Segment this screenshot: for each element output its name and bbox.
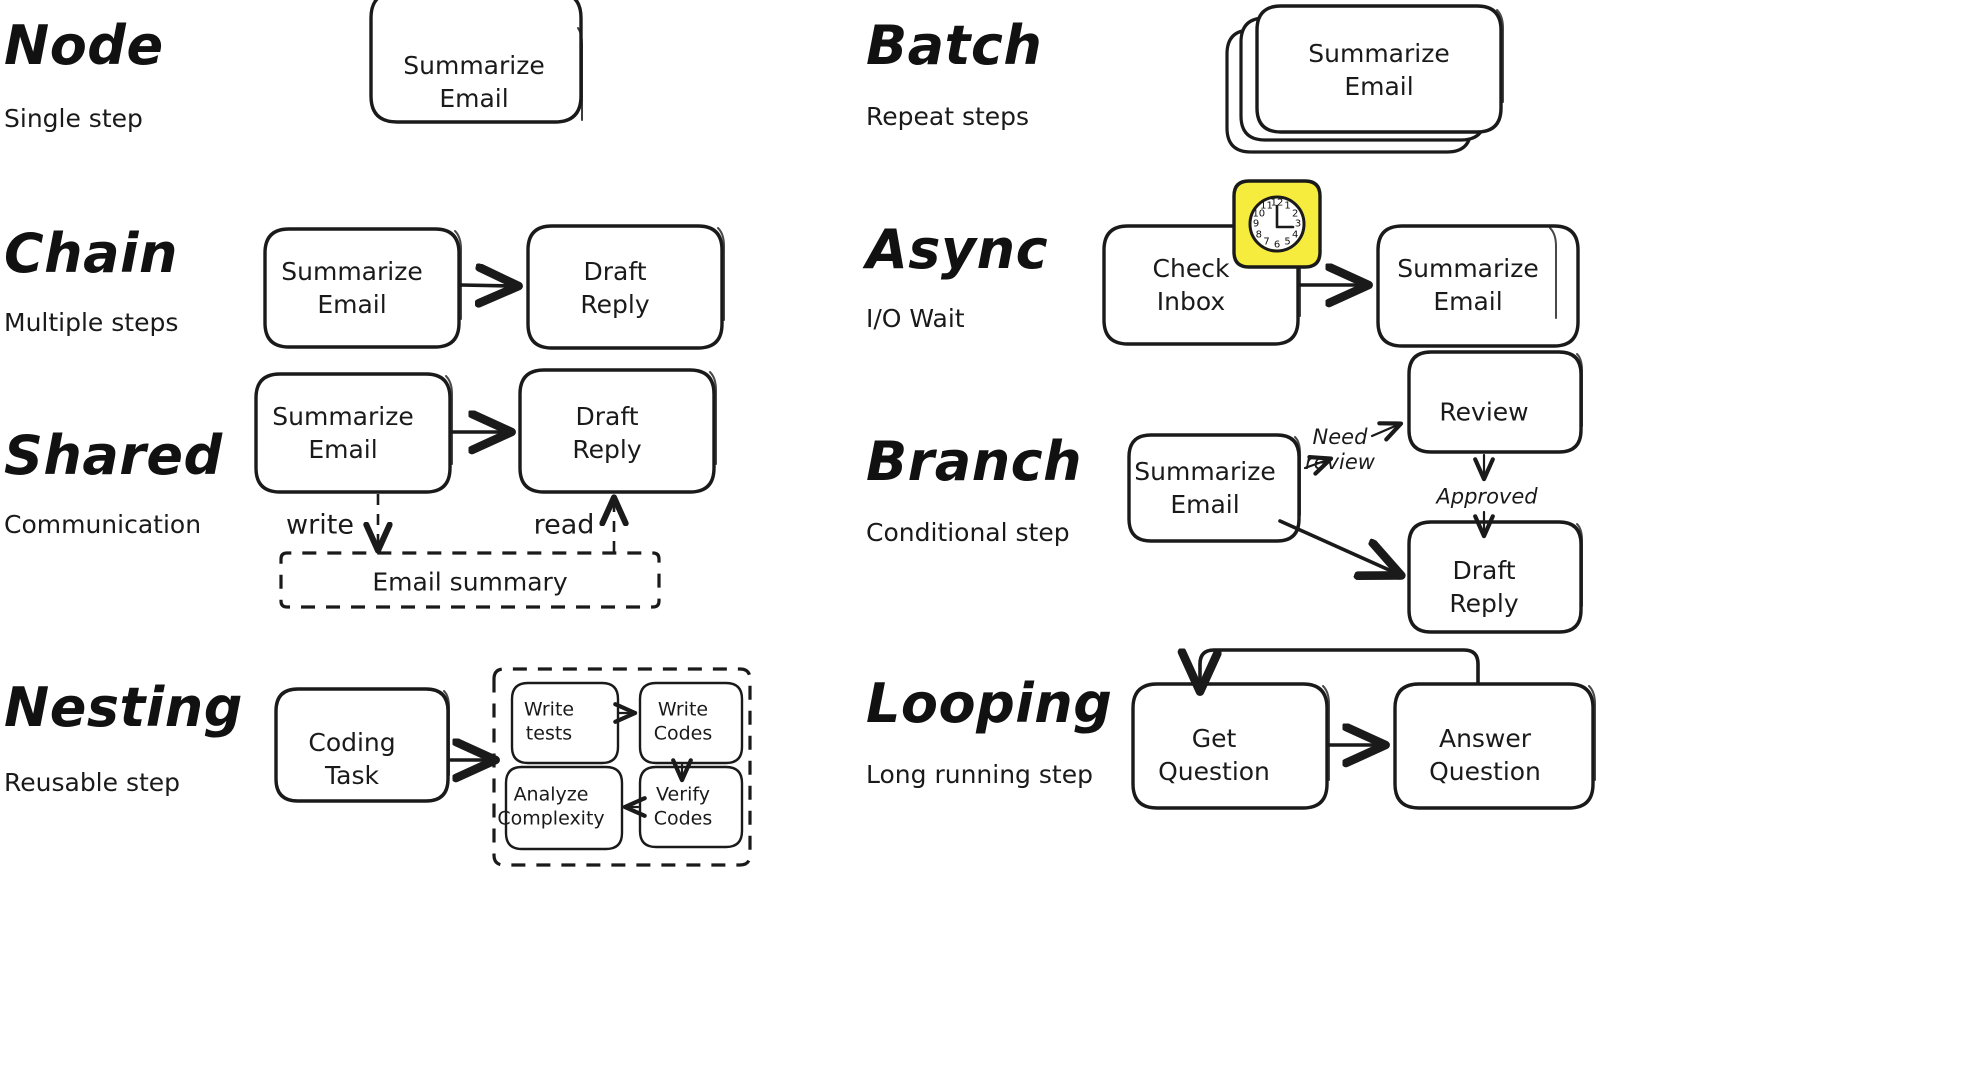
node-summarize-email[interactable]: Summarize Email (403, 51, 545, 113)
node-branch-draft-reply[interactable]: Draft Reply (1449, 556, 1519, 618)
node-check-inbox[interactable]: Check Inbox (1152, 254, 1230, 316)
clock-numeral: 1 (1284, 200, 1291, 212)
node-verify-codes[interactable]: Verify Codes (653, 783, 713, 829)
section-subtitle-batch: Repeat steps (866, 102, 1030, 131)
section-subtitle-async: I/O Wait (866, 304, 965, 333)
section-title-branch: Branch (866, 430, 1083, 493)
section-subtitle-node: Single step (4, 104, 143, 133)
node-analyze-complexity[interactable]: Analyze Complexity (497, 783, 605, 829)
clock-numeral: 7 (1263, 236, 1270, 248)
node-write-tests[interactable]: Write tests (523, 698, 575, 744)
section-subtitle-chain: Multiple steps (4, 308, 179, 337)
batch-shape-group (1225, 4, 1504, 154)
node-async-summarize-email[interactable]: Summarize Email (1397, 254, 1539, 316)
section-subtitle-branch: Conditional step (866, 518, 1070, 547)
section-title-looping: Looping (866, 672, 1113, 735)
node-shared-draft-reply[interactable]: Draft Reply (572, 402, 642, 464)
node-write-codes[interactable]: Write Codes (653, 698, 713, 744)
node-review[interactable]: Review (1439, 397, 1529, 427)
node-coding-task[interactable]: Coding Task (308, 728, 396, 790)
clock-numeral: 11 (1260, 200, 1273, 212)
async-shape-group (1102, 179, 1580, 348)
nesting-shape-group (274, 667, 752, 867)
section-title-async: Async (866, 218, 1049, 281)
section-subtitle-looping: Long running step (866, 760, 1093, 789)
shared-shape-group (254, 368, 717, 609)
section-title-nesting: Nesting (4, 676, 243, 739)
section-title-batch: Batch (866, 14, 1043, 77)
clock-numeral: 3 (1294, 218, 1302, 230)
clock-numeral: 12 (1270, 197, 1284, 209)
clock-numeral: 2 (1291, 208, 1299, 219)
section-subtitle-shared: Communication (4, 510, 202, 539)
clock-numeral: 9 (1252, 218, 1260, 230)
section-title-chain: Chain (4, 222, 178, 285)
clock-numeral: 10 (1252, 208, 1266, 219)
node-shared-summarize-email[interactable]: Summarize Email (272, 402, 414, 464)
node-get-question[interactable]: Get Question (1158, 724, 1270, 786)
clock-numeral: 4 (1291, 229, 1299, 240)
node-shape-group (369, 0, 583, 124)
edge-label-approved: Approved (1436, 484, 1538, 509)
node-branch-summarize-email[interactable]: Summarize Email (1134, 457, 1276, 519)
looping-shape-group (1131, 648, 1596, 810)
section-subtitle-nesting: Reusable step (4, 768, 181, 797)
edge-label-need-review: Need review (1305, 424, 1375, 474)
node-chain-summarize-email[interactable]: Summarize Email (281, 257, 423, 319)
edge-label-write: write (286, 509, 354, 541)
node-answer-question[interactable]: Answer Question (1429, 724, 1541, 786)
clock-numeral: 6 (1273, 239, 1281, 251)
section-title-node: Node (4, 14, 164, 77)
chain-shape-group (263, 224, 725, 350)
section-title-shared: Shared (4, 424, 223, 487)
node-email-summary-store[interactable]: Email summary (372, 567, 568, 597)
clock-numeral: 8 (1255, 229, 1262, 240)
node-batch-summarize-email[interactable]: Summarize Email (1308, 39, 1450, 101)
clock-numeral: 5 (1284, 236, 1291, 248)
node-chain-draft-reply[interactable]: Draft Reply (580, 257, 650, 319)
edge-label-read: read (533, 509, 595, 541)
